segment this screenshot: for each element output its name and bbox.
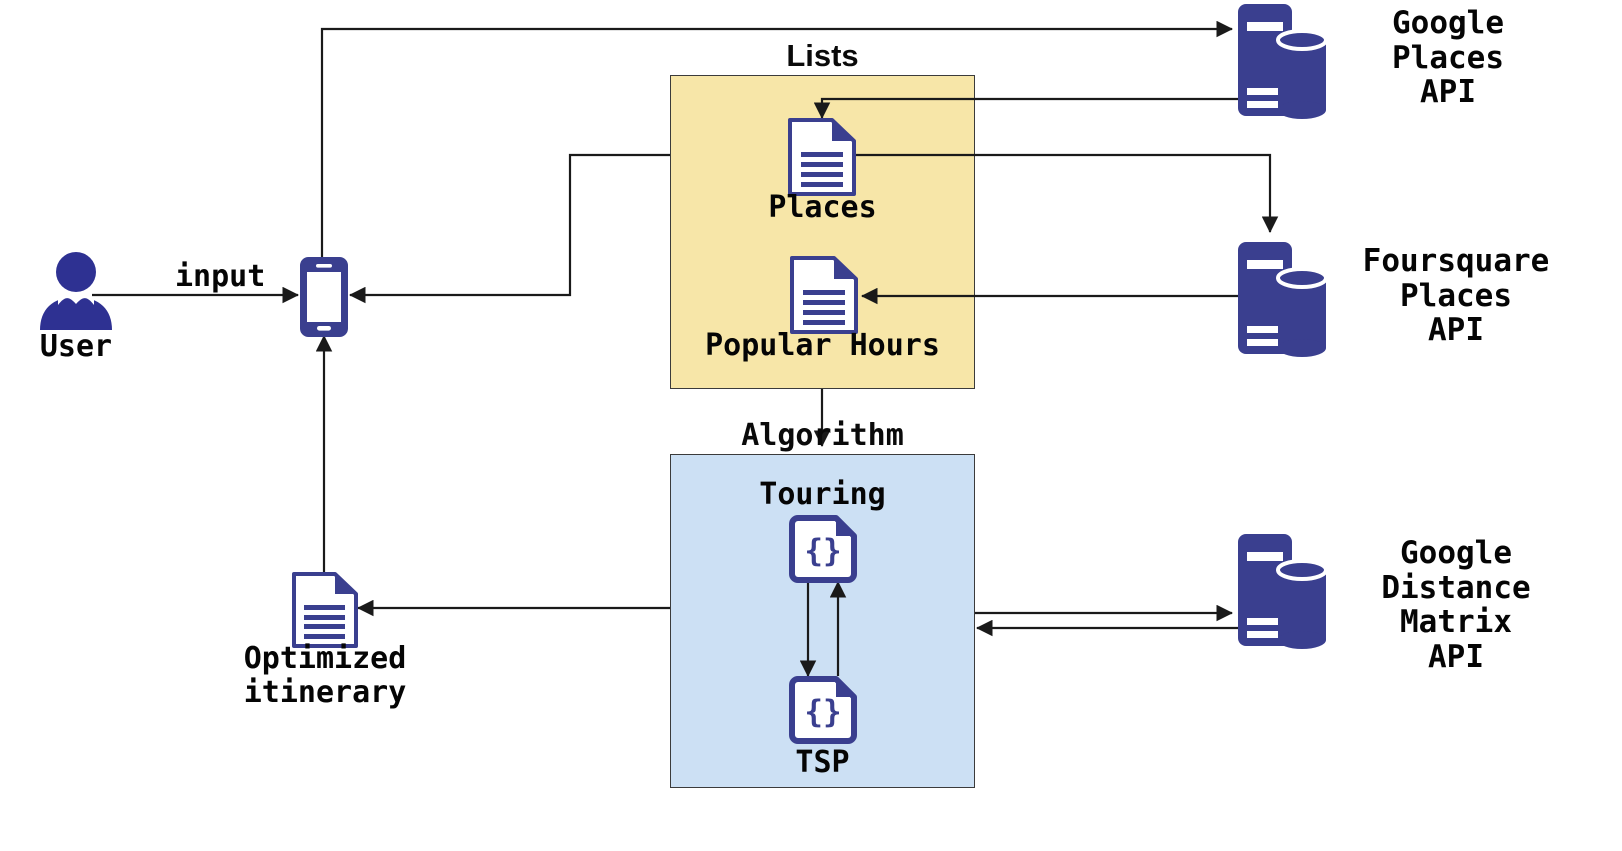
server-database-icon-google-distance-matrix[interactable] — [1234, 530, 1330, 650]
edge-lists-to-phone — [349, 153, 670, 304]
user-icon — [38, 252, 114, 330]
server-database-icon-google-places[interactable] — [1234, 0, 1330, 120]
group-title-lists: Lists — [786, 38, 859, 73]
edge-label-input: input — [175, 259, 266, 294]
svg-text:{}: {} — [804, 533, 841, 569]
mobile-phone-icon[interactable] — [300, 257, 348, 337]
user-label: User — [39, 329, 113, 364]
server-database-icon-foursquare-places[interactable] — [1234, 238, 1330, 358]
code-file-icon-touring[interactable]: {} — [789, 515, 857, 583]
foursquare-places-api-label: Foursquare Places API — [1362, 243, 1550, 349]
document-icon-places[interactable] — [788, 118, 856, 196]
code-file-icon-tsp[interactable]: {} — [789, 676, 857, 744]
touring-label: Touring — [759, 477, 886, 512]
svg-text:{}: {} — [804, 694, 841, 730]
document-icon-optimized-itinerary[interactable] — [292, 572, 358, 648]
google-distance-matrix-api-label: Google Distance Matrix API — [1381, 535, 1531, 676]
places-label: Places — [768, 190, 877, 225]
group-title-algorithm: Algorithm — [741, 418, 904, 453]
document-icon-popular-hours[interactable] — [790, 256, 858, 334]
optimized-itinerary-label: Optimized itinerary — [243, 641, 407, 710]
google-places-api-label: Google Places API — [1392, 5, 1504, 111]
popular-hours-label: Popular Hours — [705, 328, 940, 363]
tsp-label: TSP — [795, 745, 850, 780]
